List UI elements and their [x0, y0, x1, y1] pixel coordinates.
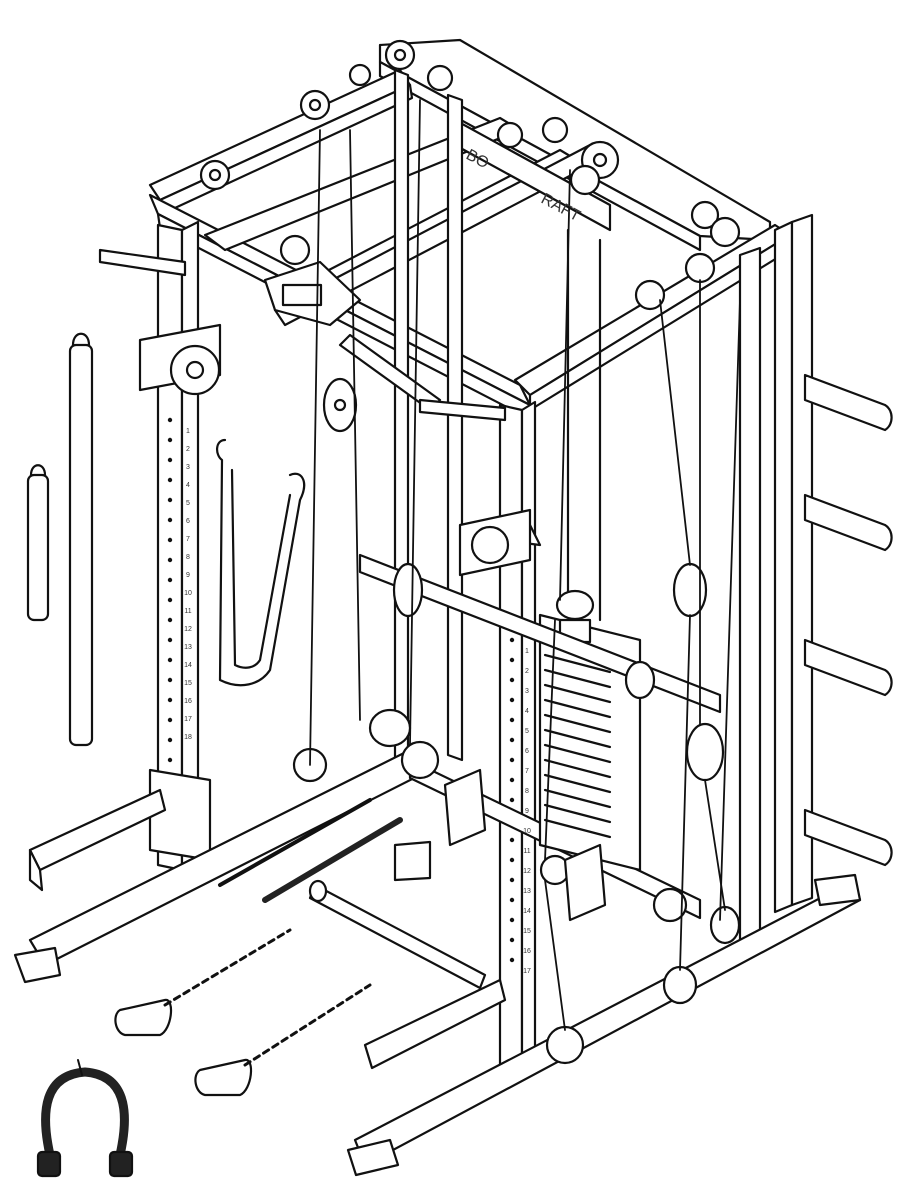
upright-number-right: 13 — [523, 888, 531, 895]
straight-bar-handle — [308, 879, 487, 990]
clip-attachment — [393, 840, 432, 882]
lat-carriage — [263, 260, 362, 327]
upright-holes-right — [509, 637, 515, 963]
upright-number-left: 15 — [184, 680, 192, 687]
upright-number-left: 13 — [184, 644, 192, 651]
upright-number-left: 7 — [186, 536, 190, 543]
upright-number-left: 9 — [186, 572, 190, 579]
upright-number-right: 10 — [523, 828, 531, 835]
upright-number-right: 4 — [525, 708, 529, 715]
ankle-strap — [216, 438, 306, 687]
upright-number-left: 10 — [184, 590, 192, 597]
upright-number-left: 11 — [184, 608, 191, 615]
top-frame — [148, 38, 792, 420]
upright-number-right: 2 — [525, 668, 529, 675]
front-right-upright — [488, 400, 542, 1072]
rear-left-upright — [393, 68, 464, 772]
upright-number-right: 3 — [525, 688, 529, 695]
long-bar-attachment — [68, 332, 94, 747]
upright-number-left: 17 — [184, 716, 192, 723]
upright-number-left: 2 — [186, 446, 190, 453]
upright-number-left: 4 — [186, 482, 190, 489]
upright-number-left: 16 — [184, 698, 192, 705]
upright-number-left: 6 — [186, 518, 190, 525]
upright-number-left: 3 — [186, 464, 190, 471]
upright-number-right: 14 — [523, 908, 531, 915]
upright-number-left: 14 — [184, 662, 192, 669]
d-handle-2 — [194, 983, 372, 1097]
plate-storage-horns — [803, 373, 893, 867]
rope-attachments — [218, 798, 403, 903]
upright-number-right: 17 — [523, 968, 531, 975]
foot-plates — [443, 768, 607, 922]
spotter-arm-left — [138, 323, 222, 396]
upright-number-left: 1 — [186, 428, 190, 435]
smith-bar — [358, 553, 722, 714]
upright-number-right: 1 — [525, 648, 529, 655]
tricep-rope — [36, 1059, 134, 1178]
upright-number-right: 9 — [525, 808, 529, 815]
upright-number-left: 18 — [184, 734, 192, 741]
upright-number-right: 16 — [523, 948, 531, 955]
upright-number-right: 8 — [525, 788, 529, 795]
upright-number-right: 5 — [525, 728, 529, 735]
spotter-arm-right — [458, 508, 532, 577]
upright-number-right: 15 — [523, 928, 531, 935]
upright-holes-left — [167, 417, 173, 763]
d-handle-1 — [114, 928, 292, 1037]
cables — [309, 99, 741, 1031]
upright-number-right: 6 — [525, 748, 529, 755]
upright-number-left: 8 — [186, 554, 190, 561]
front-left-upright — [148, 220, 212, 872]
upright-number-right: 11 — [523, 848, 530, 855]
upright-number-left: 5 — [186, 500, 190, 507]
rear-right-upright — [738, 213, 814, 950]
upright-number-right: 12 — [523, 868, 531, 875]
side-pulleys — [292, 377, 741, 1065]
upright-number-left: 12 — [184, 626, 192, 633]
short-bar-attachment — [26, 464, 50, 622]
upright-number-right: 7 — [525, 768, 529, 775]
